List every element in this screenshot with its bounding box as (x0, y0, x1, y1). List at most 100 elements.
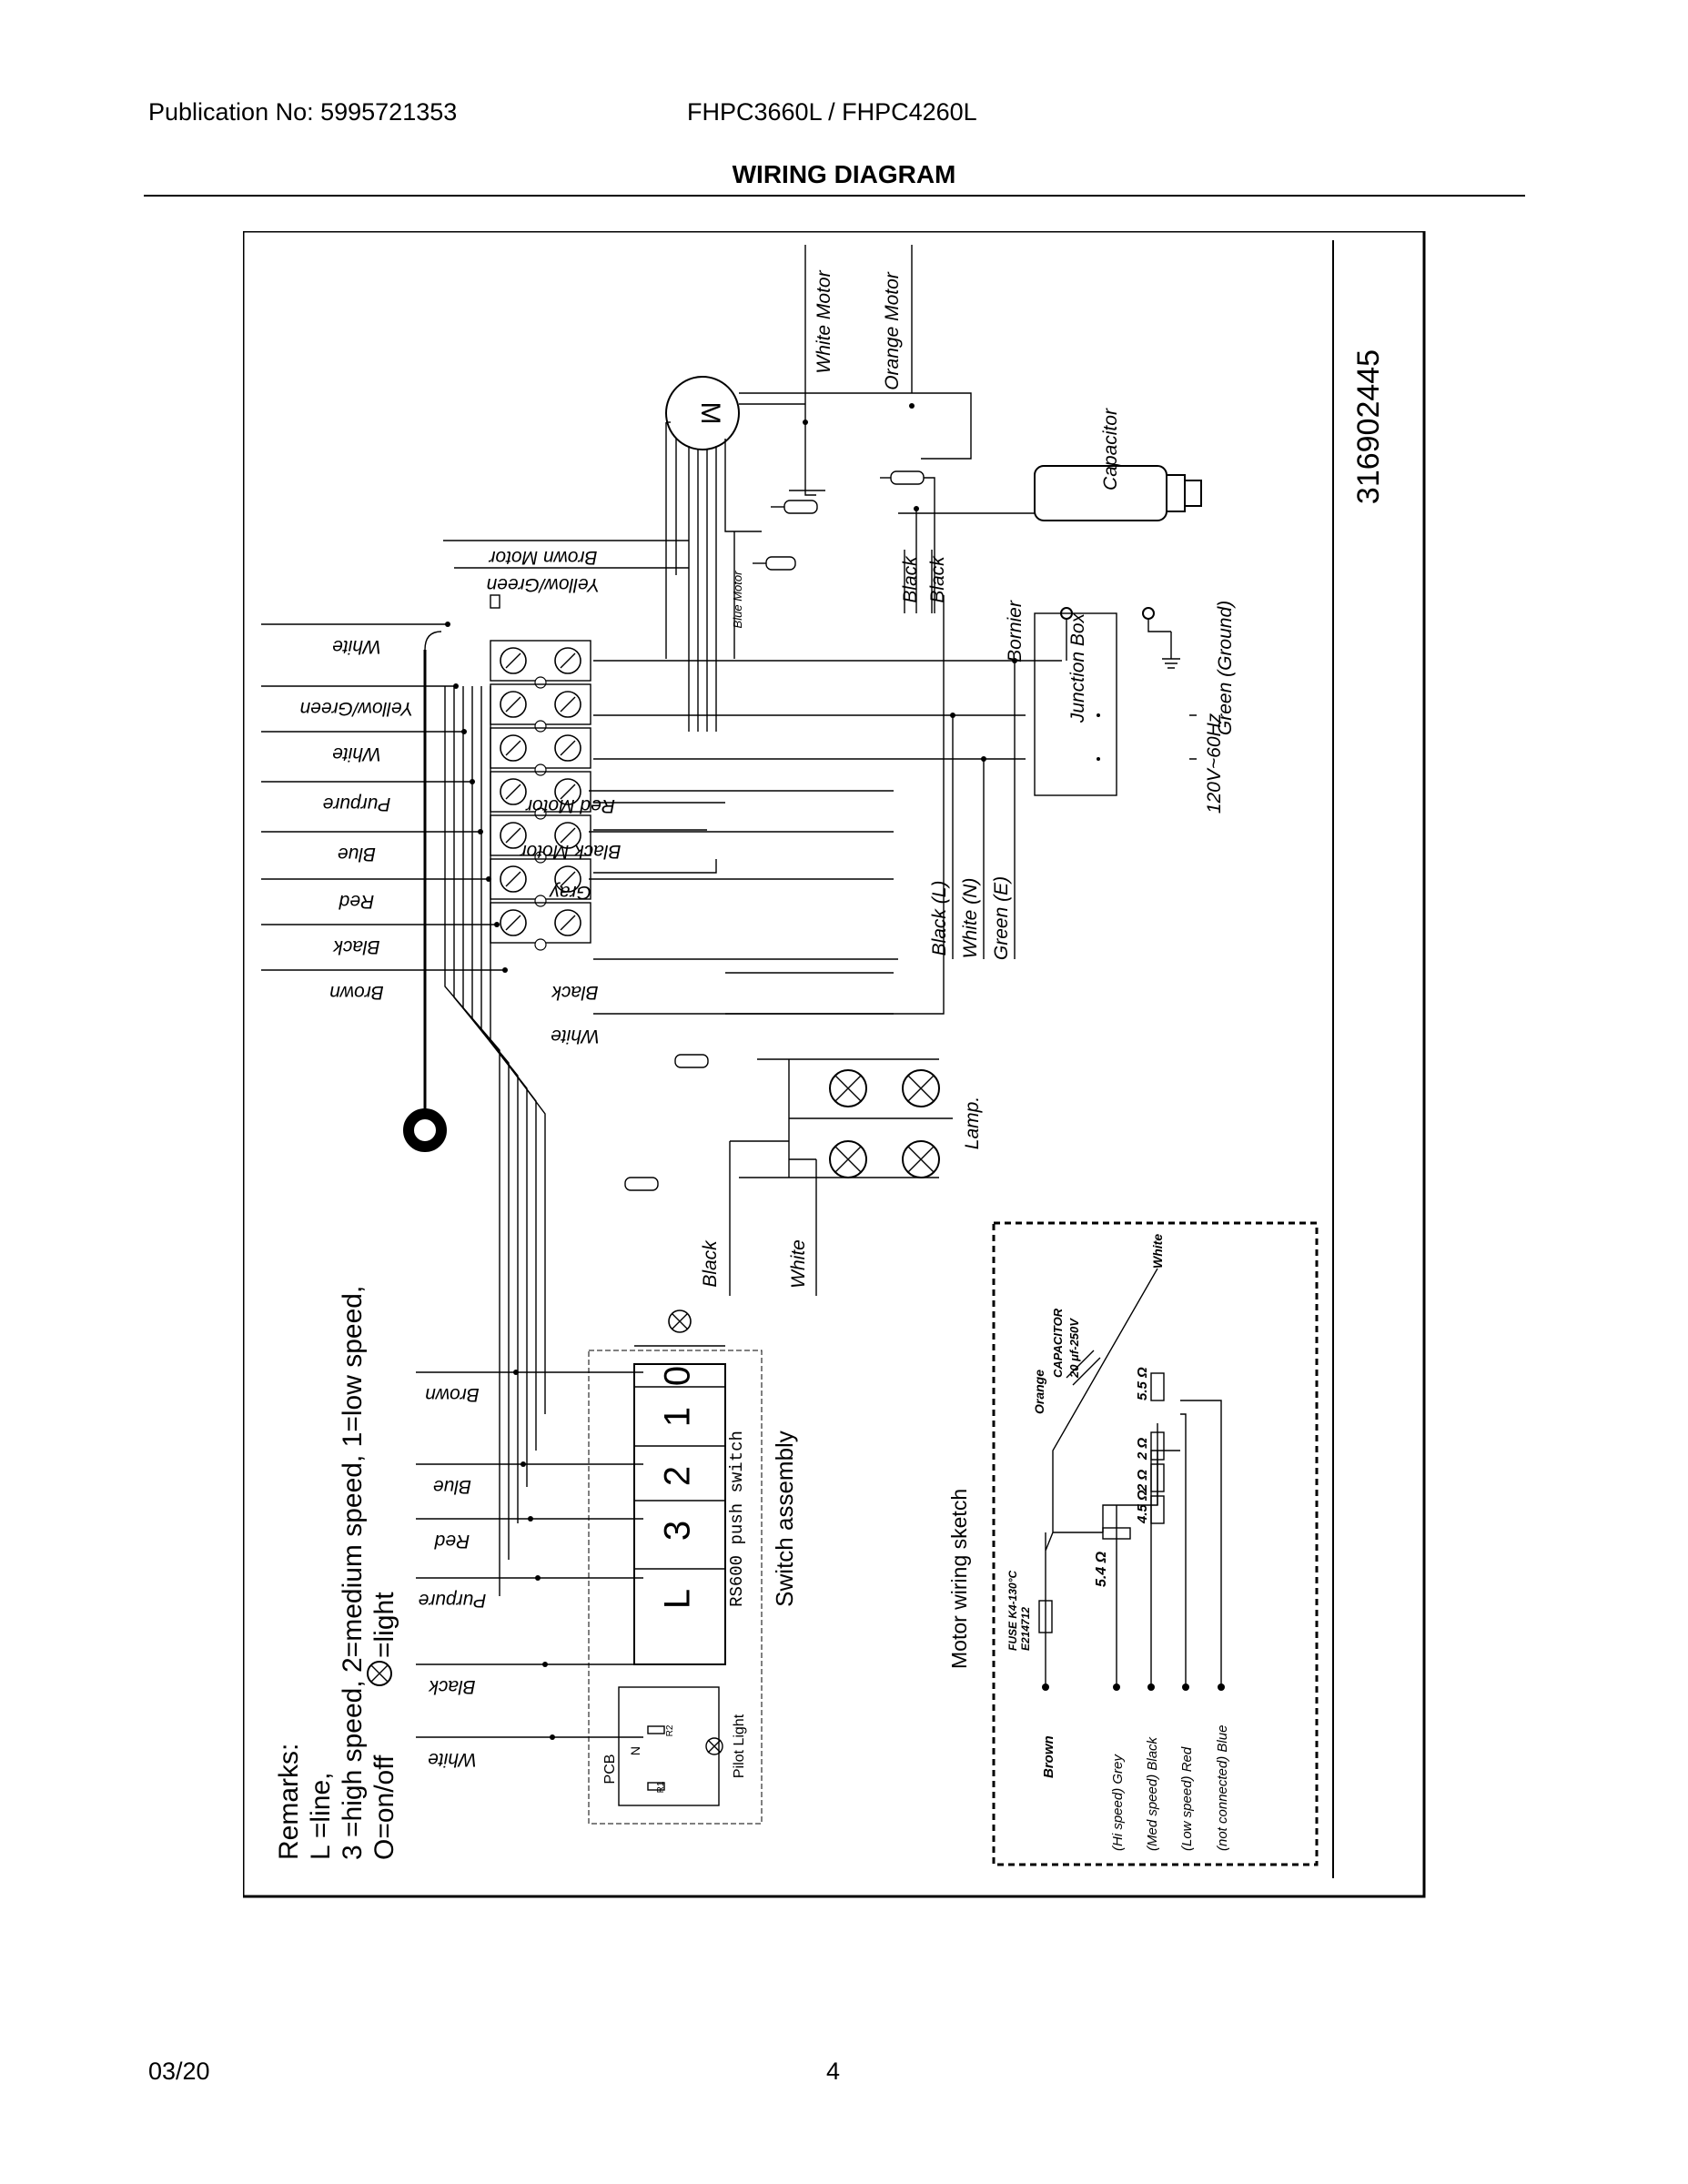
svg-text:120V~60Hz: 120V~60Hz (1204, 713, 1225, 814)
page-title: WIRING DIAGRAM (732, 160, 956, 188)
switch-key-label: 3 (658, 1521, 698, 1541)
svg-text:Brown Motor: Brown Motor (488, 547, 597, 568)
svg-text:White: White (1150, 1234, 1165, 1269)
switch-wire-label: Brown (425, 1384, 480, 1405)
svg-text:Brown: Brown (1041, 1735, 1056, 1778)
switch-key-label: 0 (658, 1366, 698, 1386)
svg-text:(Low speed) Red: (Low speed) Red (1179, 1746, 1195, 1851)
motor-wiring-sketch: Motor wiring sketch FUSE K4-130°C E21471… (947, 1221, 1319, 1866)
svg-text:2 Ω: 2 Ω (1135, 1437, 1150, 1461)
wiring-diagram: 316902445 M Capacitor White Motor Orange… (243, 231, 1426, 1898)
svg-text:Junction Box: Junction Box (1067, 612, 1088, 723)
terminal-wire: Yellow/Green (261, 683, 459, 719)
svg-text:White: White (551, 1026, 600, 1046)
terminal-wire: Red (261, 876, 491, 912)
supply-wires (593, 660, 1062, 760)
svg-text:Pilot Light: Pilot Light (732, 1714, 747, 1778)
terminal-wire: Purpure (261, 779, 475, 814)
svg-text:Remarks:: Remarks: (274, 1744, 304, 1860)
switch-wire-label: Purpure (419, 1590, 487, 1611)
wire-nut-3 (753, 556, 796, 571)
svg-text:=light: =light (369, 1592, 399, 1658)
switch-wire-label: Blue (433, 1476, 471, 1497)
switch-wire: Black (416, 1662, 643, 1697)
terminal-wire: Black (261, 922, 500, 957)
svg-text:N: N (628, 1746, 642, 1755)
svg-text:Bornier: Bornier (1005, 600, 1026, 662)
svg-text:Black: Black (700, 1239, 721, 1288)
wire-nut-1 (771, 500, 818, 514)
svg-text:O=on/off: O=on/off (369, 1754, 399, 1860)
svg-text:Green (E): Green (E) (991, 876, 1012, 960)
svg-text:Lamp.: Lamp. (962, 1097, 983, 1149)
terminal-wire-label: White (332, 743, 381, 764)
svg-text:Green (Ground): Green (Ground) (1215, 601, 1236, 735)
header-divider (144, 195, 1525, 197)
svg-text:4.5 Ω: 4.5 Ω (1135, 1490, 1150, 1524)
publication-date: 03/20 (148, 2058, 210, 2085)
switch-key: 0 (634, 1345, 725, 1386)
svg-text:Motor wiring sketch: Motor wiring sketch (947, 1489, 971, 1669)
svg-text:E214712: E214712 (1019, 1607, 1032, 1651)
svg-text:5.5 Ω: 5.5 Ω (1135, 1367, 1150, 1400)
light-legend-icon (367, 1661, 392, 1686)
terminal-row (490, 683, 591, 733)
svg-text:20 μf-250V: 20 μf-250V (1067, 1318, 1081, 1379)
switch-wire: Brown (416, 1370, 643, 1405)
svg-text:Black: Black (900, 555, 921, 603)
model-numbers: FHPC3660L / FHPC4260L (687, 98, 977, 126)
svg-text:RS600 push switch: RS600 push switch (727, 1431, 747, 1607)
page-number: 4 (826, 2058, 841, 2085)
switch-key: L (634, 1568, 725, 1609)
terminal-wire: Brown (261, 967, 508, 1003)
svg-text:L =line,: L =line, (306, 1773, 336, 1860)
svg-text:CAPACITOR: CAPACITOR (1051, 1308, 1065, 1378)
terminal-row (490, 640, 591, 689)
svg-text:PCB: PCB (602, 1754, 618, 1785)
terminal-wire-label: Black (332, 936, 380, 957)
terminal-wire: Blue (261, 829, 483, 864)
switch-key-label: 1 (658, 1407, 698, 1427)
switch-harness (444, 686, 546, 1596)
lamps: Lamp. Black White (551, 972, 983, 1191)
switch-wire-label: Black (428, 1676, 476, 1697)
switch-wire: White (416, 1734, 643, 1770)
terminal-wire-label: White (332, 636, 381, 657)
svg-text:(Hi speed) Grey: (Hi speed) Grey (1110, 1754, 1126, 1851)
svg-text:Red Motor: Red Motor (525, 795, 615, 816)
svg-text:Orange: Orange (1032, 1370, 1046, 1414)
terminal-row (490, 727, 591, 776)
svg-text:Switch assembly: Switch assembly (771, 1431, 798, 1607)
svg-text:White: White (788, 1239, 809, 1289)
terminal-row (490, 814, 591, 864)
svg-text:Yellow/Green: Yellow/Green (487, 574, 601, 595)
switch-key: 2 (634, 1445, 725, 1486)
ground-ring (403, 631, 447, 1152)
terminal-wire-label: Blue (338, 844, 376, 864)
switch-wire-label: White (428, 1749, 477, 1770)
switch-wire: Purpure (416, 1575, 643, 1611)
svg-text:2 Ω: 2 Ω (1135, 1469, 1150, 1492)
svg-text:Black Motor: Black Motor (520, 841, 622, 862)
capacitor: Capacitor (1034, 408, 1202, 521)
terminal-wire: White (261, 622, 450, 657)
switch-wire: Blue (416, 1461, 643, 1497)
light-key-icon (668, 1309, 692, 1333)
svg-text:(not connected) Blue: (not connected) Blue (1215, 1725, 1230, 1851)
terminal-wire-label: Purpure (323, 794, 391, 814)
terminal-wire-label: Red (338, 891, 374, 912)
switch-wire-label: Red (433, 1531, 470, 1552)
switch-key: 3 (634, 1500, 725, 1541)
switch-key: 1 (634, 1386, 725, 1427)
motor-symbol: M (695, 402, 725, 425)
terminal-wire: White (261, 729, 467, 764)
terminal-row (490, 902, 591, 951)
svg-text:Black (L): Black (L) (929, 881, 950, 956)
svg-text:FUSE K4-130°C: FUSE K4-130°C (1006, 1571, 1019, 1651)
svg-text:Orange Motor: Orange Motor (882, 271, 903, 390)
motor: M (665, 376, 762, 732)
svg-text:White Motor: White Motor (814, 269, 834, 373)
svg-text:Black: Black (927, 555, 948, 603)
